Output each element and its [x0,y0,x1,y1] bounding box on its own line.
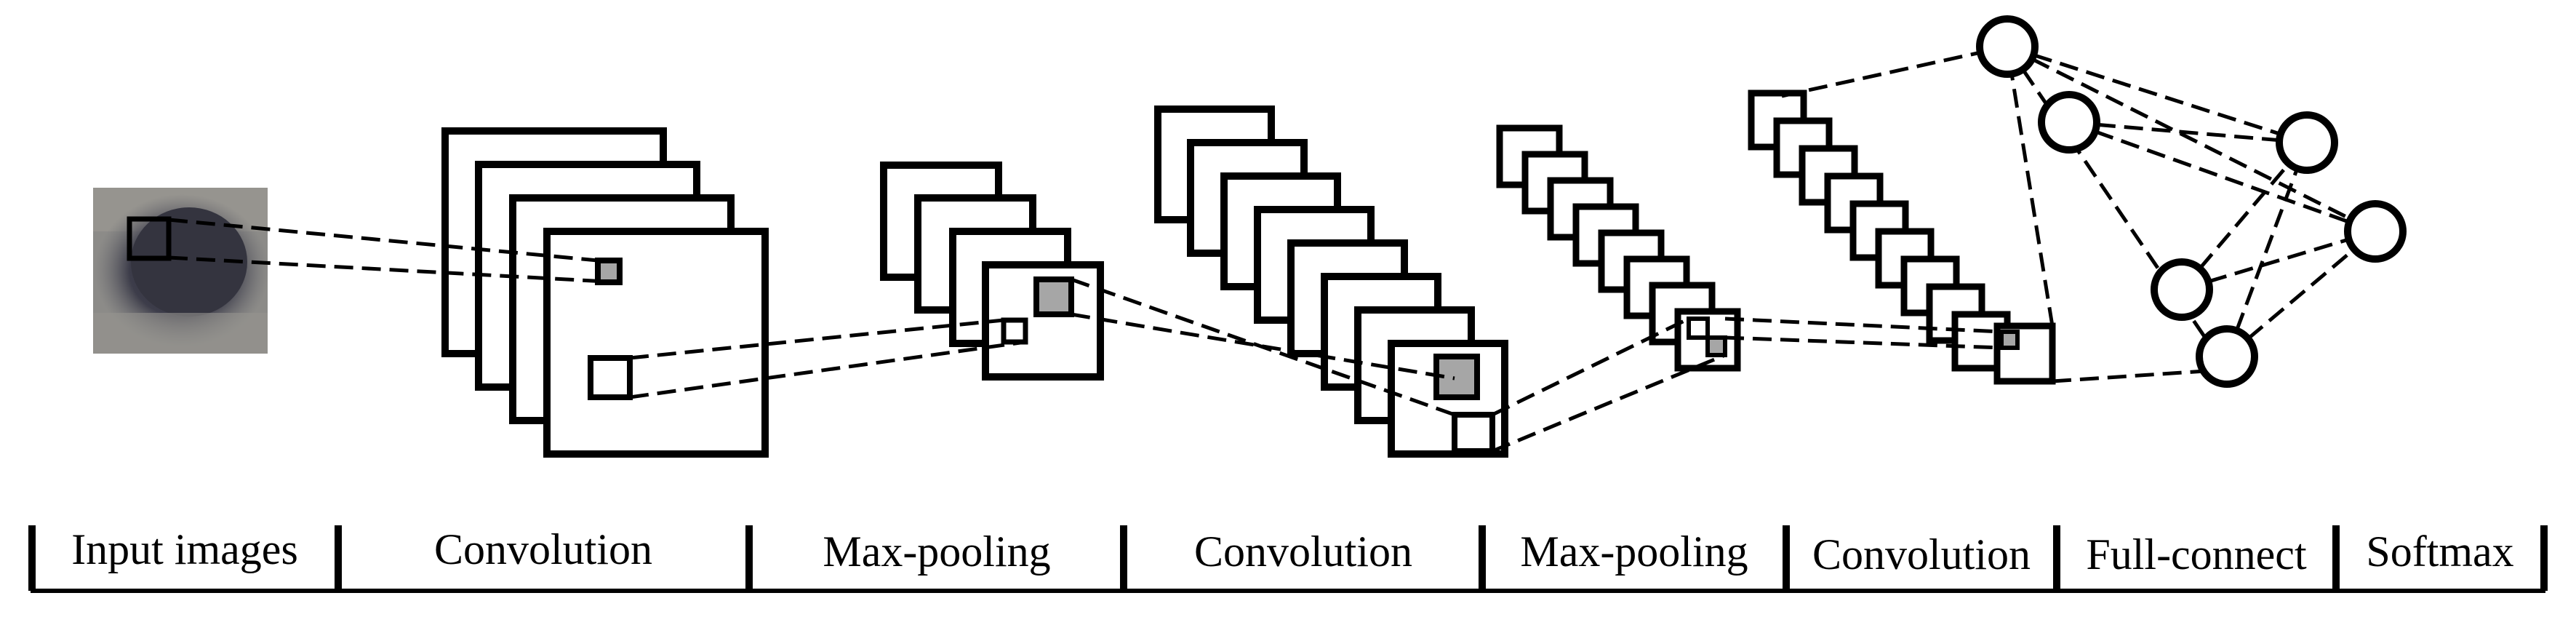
pool1-window [1001,317,1028,345]
stage-label-full-connect: Full-connect [2086,530,2307,578]
input-receptive-field [127,216,172,261]
pool2-highlight-cell [1705,335,1727,357]
stage-label-pool2: Max-pooling [1520,528,1748,576]
fc-neuron [2038,91,2100,154]
stage-label-conv1: Convolution [434,525,652,573]
conv1-feature-maps [441,127,769,458]
conv3-feature-maps [1748,89,2056,385]
stage-label-pool1: Max-pooling [823,528,1050,576]
conv2-window [1452,412,1495,454]
softmax-neuron [2344,200,2407,263]
stage-label-bar [28,525,2548,593]
stage-label-input: Input images [71,525,298,573]
conv3-highlight-cell [1999,330,2020,350]
fc-neuron [1976,15,2039,78]
fc-neuron [2196,325,2258,388]
stage-label-softmax: Softmax [2366,528,2513,576]
conv2-feature-maps [1154,106,1508,458]
softmax-neuron [2276,111,2338,174]
stage-label-conv2: Convolution [1194,528,1412,576]
conv1-window [588,355,633,400]
conv2-highlight-cell [1433,354,1480,400]
pool2-window [1687,317,1710,340]
conv1-highlight-cell [595,258,623,285]
fully-connected-neurons [1976,15,2258,388]
pool1-highlight-cell [1033,276,1074,317]
input-image [93,188,269,354]
softmax-neurons [2276,111,2407,263]
connection-lines [168,44,2377,453]
stage-label-conv3: Convolution [1812,530,2031,578]
fc-neuron [2151,258,2213,321]
